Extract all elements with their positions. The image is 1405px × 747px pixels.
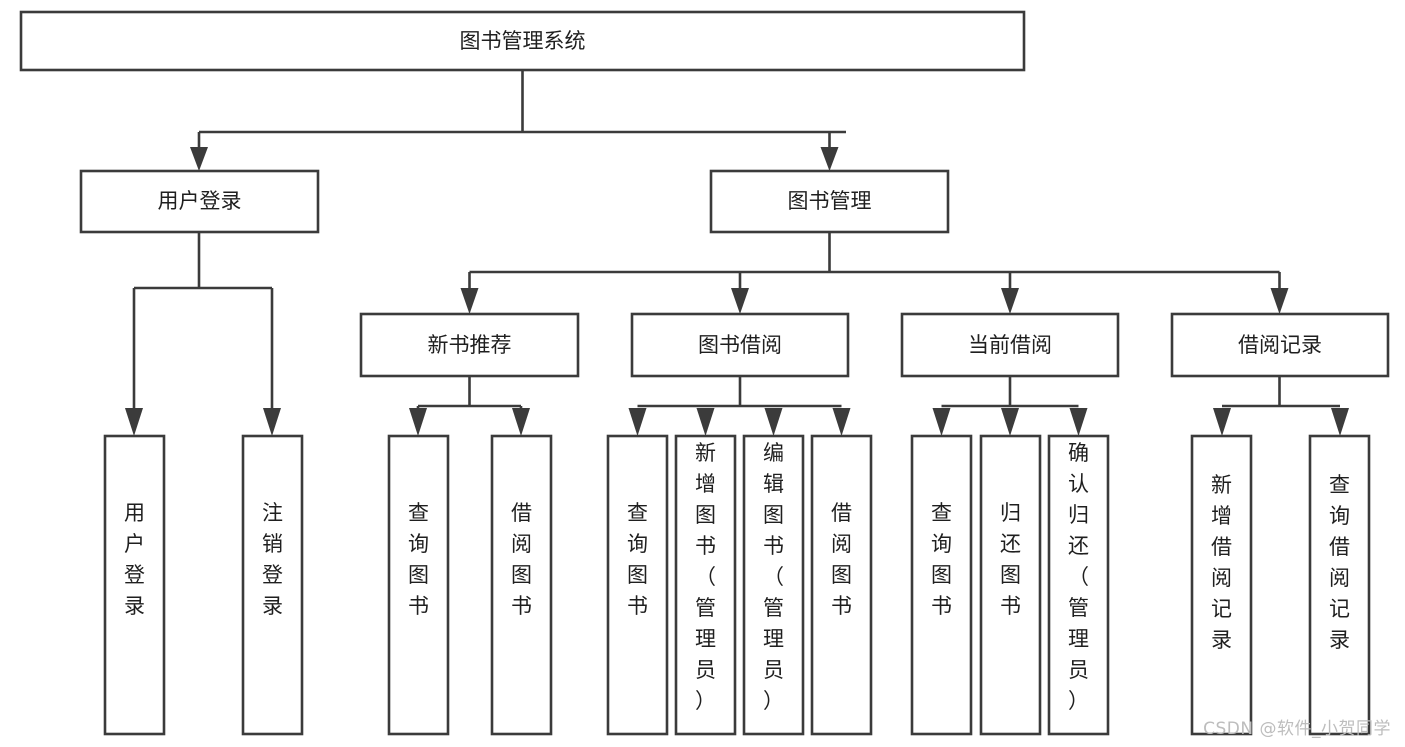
node-leaf-user-logout-label: 注销登录 [262, 501, 283, 618]
arrow-head-leaf-add-book [696, 408, 715, 436]
node-leaf-user-logout-box[interactable] [241, 434, 304, 736]
arrow-head-leaf-query-book-borrow [628, 408, 647, 436]
node-leaf-query-book-current-label: 查询图书 [931, 501, 952, 618]
arrow-head-book-manage [820, 147, 839, 171]
node-leaf-add-record-box[interactable] [1190, 434, 1253, 736]
node-leaf-user-logout[interactable]: 注销登录 [241, 434, 304, 736]
arrow-head-leaf-return-book [1001, 408, 1019, 436]
node-leaf-edit-book-label: 编辑图书（管理员） [763, 441, 784, 713]
node-leaf-user-login-label: 用户登录 [124, 501, 145, 618]
node-leaf-query-book-rec[interactable]: 查询图书 [387, 434, 450, 736]
node-leaf-user-login-box[interactable] [103, 434, 166, 736]
node-root-box[interactable] [19, 10, 1026, 72]
node-new-book-recommend[interactable]: 新书推荐 [359, 312, 580, 378]
node-book-borrow-box[interactable] [630, 312, 850, 378]
node-leaf-borrow-book-rec-label: 借阅图书 [511, 501, 532, 618]
node-leaf-add-book-box[interactable] [674, 434, 737, 736]
node-leaf-query-book-current[interactable]: 查询图书 [910, 434, 973, 736]
arrow-head-borrow-record [1270, 288, 1289, 314]
arrow-head-leaf-add-record [1213, 408, 1231, 436]
node-leaf-edit-book[interactable]: 编辑图书（管理员） [742, 434, 805, 736]
arrow-head-leaf-edit-book [764, 408, 783, 436]
connector-group-book-manage [460, 232, 1289, 314]
node-root[interactable]: 图书管理系统 [19, 10, 1026, 72]
connector-group-borrow-record [1213, 376, 1349, 436]
node-leaf-query-book-borrow-box[interactable] [606, 434, 669, 736]
node-leaf-query-book-rec-box[interactable] [387, 434, 450, 736]
node-user-login-label: 用户登录 [158, 189, 242, 213]
node-leaf-add-book[interactable]: 新增图书（管理员） [674, 434, 737, 736]
node-leaf-add-record[interactable]: 新增借阅记录 [1190, 434, 1253, 736]
node-book-manage[interactable]: 图书管理 [709, 169, 950, 234]
arrow-head-new-book-recommend [460, 288, 479, 314]
node-leaf-user-login[interactable]: 用户登录 [103, 434, 166, 736]
node-new-book-recommend-box[interactable] [359, 312, 580, 378]
node-book-manage-label: 图书管理 [788, 189, 872, 213]
node-leaf-confirm-return-box[interactable] [1047, 434, 1110, 736]
arrow-head-leaf-borrow-book [832, 408, 851, 436]
node-leaf-query-book-borrow[interactable]: 查询图书 [606, 434, 669, 736]
node-leaf-query-record-label: 查询借阅记录 [1329, 473, 1350, 652]
node-leaf-borrow-book-box[interactable] [810, 434, 873, 736]
node-leaf-return-book-label: 归还图书 [1000, 501, 1021, 618]
node-leaf-query-book-current-box[interactable] [910, 434, 973, 736]
node-current-borrow-box[interactable] [900, 312, 1120, 378]
node-book-borrow-label: 图书借阅 [698, 333, 782, 357]
arrow-head-book-borrow [731, 288, 749, 314]
node-current-borrow-label: 当前借阅 [968, 333, 1052, 357]
arrow-head-leaf-borrow-book-rec [512, 408, 530, 436]
node-leaf-return-book[interactable]: 归还图书 [979, 434, 1042, 736]
connector-group-book-borrow [628, 376, 851, 436]
node-new-book-recommend-label: 新书推荐 [428, 333, 512, 357]
node-book-borrow[interactable]: 图书借阅 [630, 312, 850, 378]
arrow-head-user-login [190, 147, 208, 171]
node-leaf-query-book-rec-label: 查询图书 [408, 501, 429, 618]
arrow-head-leaf-user-login [125, 408, 143, 436]
node-leaf-borrow-book-label: 借阅图书 [831, 501, 852, 618]
csdn-watermark: CSDN @软件_小贺同学 [1203, 719, 1391, 739]
connector-group-current-borrow [932, 376, 1088, 436]
node-leaf-confirm-return-label: 确认归还（管理员） [1068, 441, 1089, 713]
node-user-login-box[interactable] [79, 169, 320, 234]
node-borrow-record-label: 借阅记录 [1238, 333, 1322, 357]
node-leaf-edit-book-box[interactable] [742, 434, 805, 736]
node-leaf-add-book-label: 新增图书（管理员） [695, 441, 716, 713]
node-leaf-borrow-book[interactable]: 借阅图书 [810, 434, 873, 736]
node-borrow-record[interactable]: 借阅记录 [1170, 312, 1390, 378]
arrow-head-leaf-user-logout [263, 408, 281, 436]
node-leaf-confirm-return[interactable]: 确认归还（管理员） [1047, 434, 1110, 736]
connector-group-root [190, 70, 846, 171]
node-leaf-query-book-borrow-label: 查询图书 [627, 501, 648, 618]
node-leaf-query-record[interactable]: 查询借阅记录 [1308, 434, 1371, 736]
arrow-head-leaf-query-record [1331, 408, 1349, 436]
node-user-login[interactable]: 用户登录 [79, 169, 320, 234]
node-leaf-add-record-label: 新增借阅记录 [1211, 473, 1232, 652]
node-book-manage-box[interactable] [709, 169, 950, 234]
arrow-head-leaf-query-book-current [932, 408, 951, 436]
arrow-head-current-borrow [1001, 288, 1019, 314]
node-current-borrow[interactable]: 当前借阅 [900, 312, 1120, 378]
node-leaf-return-book-box[interactable] [979, 434, 1042, 736]
node-leaf-query-record-box[interactable] [1308, 434, 1371, 736]
arrow-head-leaf-confirm-return [1069, 408, 1088, 436]
node-borrow-record-box[interactable] [1170, 312, 1390, 378]
connector-group-new-book-recommend [409, 376, 530, 436]
arrow-head-leaf-query-book-rec [409, 408, 427, 436]
node-leaf-borrow-book-rec[interactable]: 借阅图书 [490, 434, 553, 736]
node-root-label: 图书管理系统 [460, 29, 586, 53]
node-leaf-borrow-book-rec-box[interactable] [490, 434, 553, 736]
connector-group-user-login [125, 232, 281, 436]
